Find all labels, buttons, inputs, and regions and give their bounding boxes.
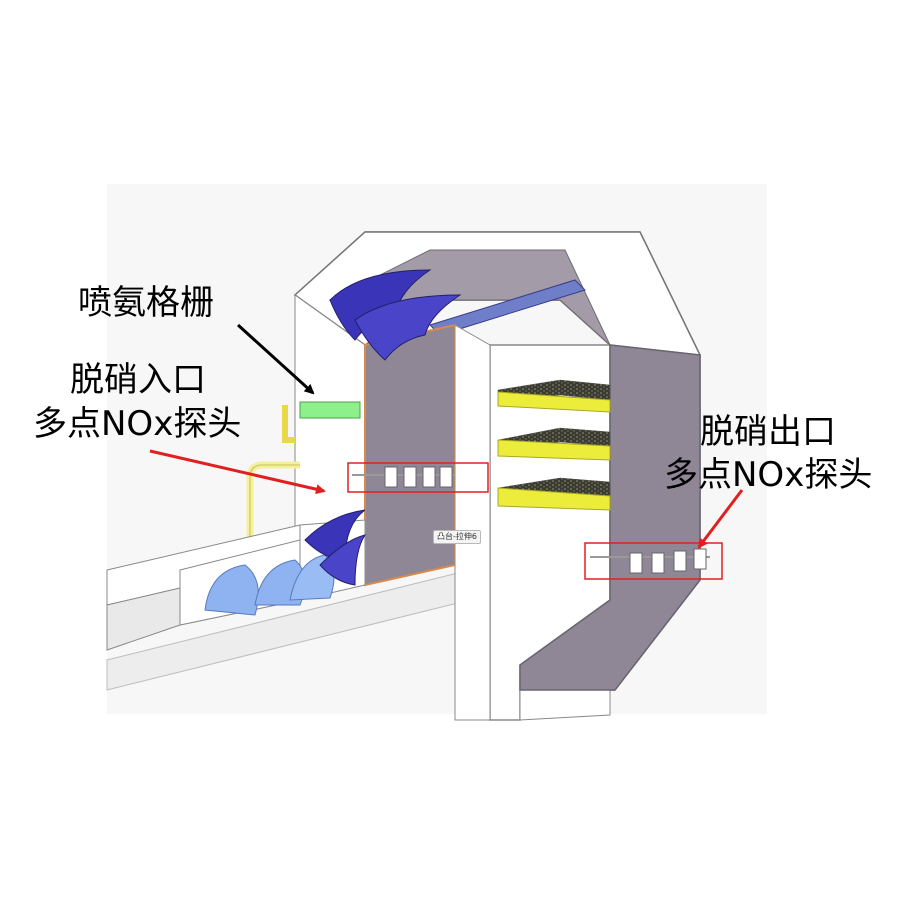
outlet-probes <box>590 548 710 574</box>
inlet-probes <box>352 466 455 488</box>
baffle-side <box>454 324 491 721</box>
lower-vane-1 <box>304 509 366 561</box>
outlet-probe <box>693 548 707 570</box>
outlet-probe <box>651 552 665 574</box>
inlet-probe <box>422 466 436 488</box>
outlet-probe <box>673 550 687 572</box>
ammonia-grid-label: 喷氨格栅 <box>78 283 214 323</box>
outlet-label-line2: 多点NOx探头 <box>664 455 873 495</box>
inlet-highlight-box <box>347 462 489 493</box>
inlet-probe <box>403 466 417 488</box>
outlet-probe-arrow <box>697 489 744 549</box>
inlet-probe <box>439 466 453 488</box>
center-baffle <box>364 323 456 587</box>
outlet-label-line1: 脱硝出口 <box>700 412 836 452</box>
inlet-label-line1: 脱硝入口 <box>70 360 206 400</box>
pipe-feed-edge <box>249 464 300 610</box>
ammonia-grid-arrow <box>236 323 315 395</box>
inlet-probe <box>384 466 398 488</box>
outer-right-face <box>519 344 701 691</box>
outlet-probe <box>629 552 643 574</box>
ammonia-grid <box>299 401 361 419</box>
feature-tag: 凸台-拉伸6 <box>433 530 481 544</box>
pipe-upper <box>282 405 295 443</box>
upper-vane-2 <box>354 294 462 361</box>
inlet-probe-arrow <box>149 449 326 495</box>
catalyst-layer-1 <box>497 391 611 413</box>
catalyst-layers <box>497 379 611 511</box>
inlet-label-line2: 多点NOx探头 <box>33 404 242 444</box>
catalyst-layer-3 <box>497 487 611 511</box>
outlet-highlight-box <box>584 542 723 580</box>
lower-vane-2 <box>319 534 367 586</box>
catalyst-layer-2 <box>497 439 611 461</box>
